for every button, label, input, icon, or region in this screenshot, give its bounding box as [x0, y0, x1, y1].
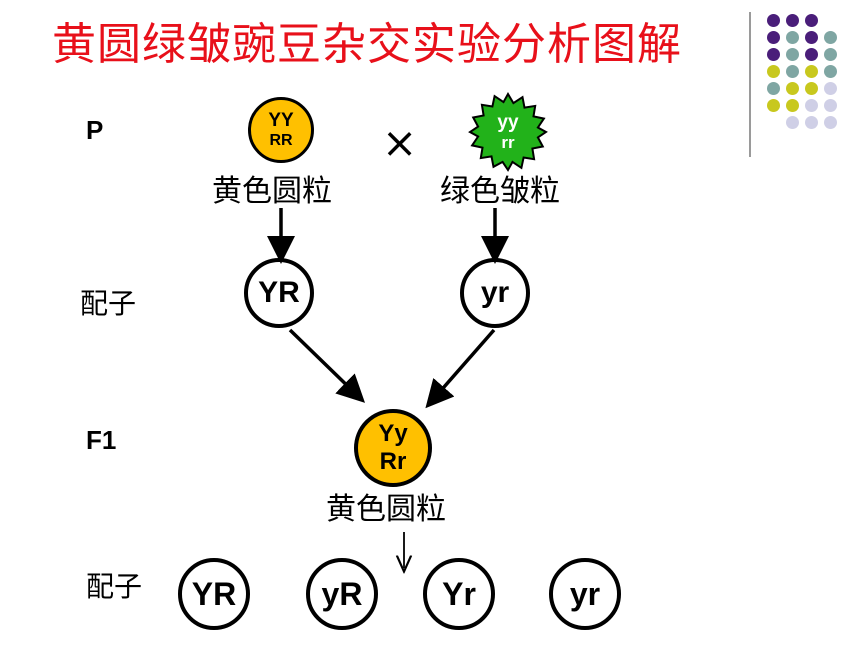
genotype-line-1: Yy — [378, 420, 408, 447]
deco-dot — [786, 31, 799, 44]
deco-dot — [786, 99, 799, 112]
f1-yellow-round-pea: Yy Rr — [354, 409, 432, 487]
deco-dot — [824, 99, 837, 112]
gamete-f1-1: YR — [178, 558, 250, 630]
genotype-line-2: Rr — [379, 448, 407, 475]
deco-dot — [805, 14, 818, 27]
deco-dot — [805, 48, 818, 61]
deco-dot — [786, 48, 799, 61]
deco-dot — [805, 116, 818, 129]
deco-dot — [824, 31, 837, 44]
deco-dot — [824, 82, 837, 95]
page-title: 黄圆绿皱豌豆杂交实验分析图解 — [52, 19, 682, 70]
deco-dot — [805, 65, 818, 78]
genotype-line-2: RR — [269, 132, 293, 149]
parent-green-wrinkled-pea-star — [468, 92, 548, 172]
parent-yellow-round-pea: YY RR — [248, 97, 314, 163]
f1-caption: 黄色圆粒 — [326, 492, 446, 527]
deco-dot — [767, 99, 780, 112]
gamete-f1-4: yr — [549, 558, 621, 630]
gamete-p-yr-lower: yr — [460, 258, 530, 328]
genotype-line-2: rr — [501, 133, 515, 152]
deco-dot — [767, 48, 780, 61]
gamete-f1-3: Yr — [423, 558, 495, 630]
gamete-f1-2: yR — [306, 558, 378, 630]
deco-dot — [824, 116, 837, 129]
deco-dot — [767, 31, 780, 44]
deco-dot — [767, 14, 780, 27]
deco-dot — [786, 82, 799, 95]
genotype-line-1: yy — [497, 112, 519, 133]
deco-dot — [786, 65, 799, 78]
deco-dot — [824, 65, 837, 78]
deco-dot — [767, 65, 780, 78]
parent-green-genotype: yy rr — [468, 92, 548, 172]
deco-dot — [786, 116, 799, 129]
gamete-p-yr-upper: YR — [244, 258, 314, 328]
row-label-p: P — [86, 115, 104, 145]
arrow-yr-to-f1 — [288, 328, 366, 403]
arrow-yr-lower-to-f1 — [425, 328, 496, 409]
parent-yellow-caption: 黄色圆粒 — [212, 174, 332, 209]
row-label-gamete-1: 配子 — [80, 287, 137, 320]
cross-symbol: × — [382, 118, 418, 167]
deco-dot — [767, 82, 780, 95]
deco-dot — [805, 99, 818, 112]
deco-dot — [805, 31, 818, 44]
decorative-divider — [749, 12, 751, 157]
genotype-line-1: YY — [268, 110, 294, 131]
deco-dot — [786, 14, 799, 27]
parent-green-caption: 绿色皱粒 — [440, 174, 560, 209]
deco-dot — [805, 82, 818, 95]
row-label-f1: F1 — [86, 425, 117, 455]
row-label-gamete-2: 配子 — [86, 570, 143, 603]
deco-dot — [824, 48, 837, 61]
